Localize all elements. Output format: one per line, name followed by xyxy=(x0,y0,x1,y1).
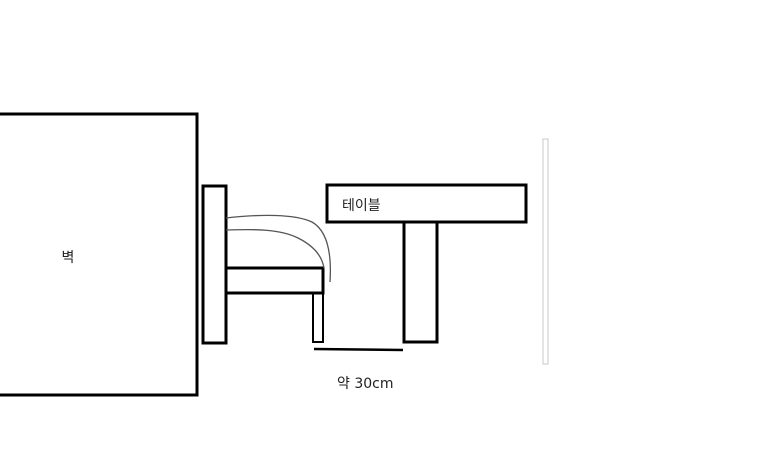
table-label: 테이블 xyxy=(342,198,381,214)
table-leg xyxy=(402,220,439,344)
chair-backrest xyxy=(201,184,228,345)
cushion-curve-inner xyxy=(225,228,325,269)
distance-label: 약 30cm xyxy=(337,376,393,392)
chair-seat xyxy=(224,266,325,295)
wall-block xyxy=(0,112,199,397)
cushion-curve-outer xyxy=(225,214,332,283)
chair-leg xyxy=(312,292,324,343)
right-boundary-line xyxy=(542,138,549,365)
distance-line xyxy=(313,347,404,352)
wall-label: 벽 xyxy=(62,250,75,266)
